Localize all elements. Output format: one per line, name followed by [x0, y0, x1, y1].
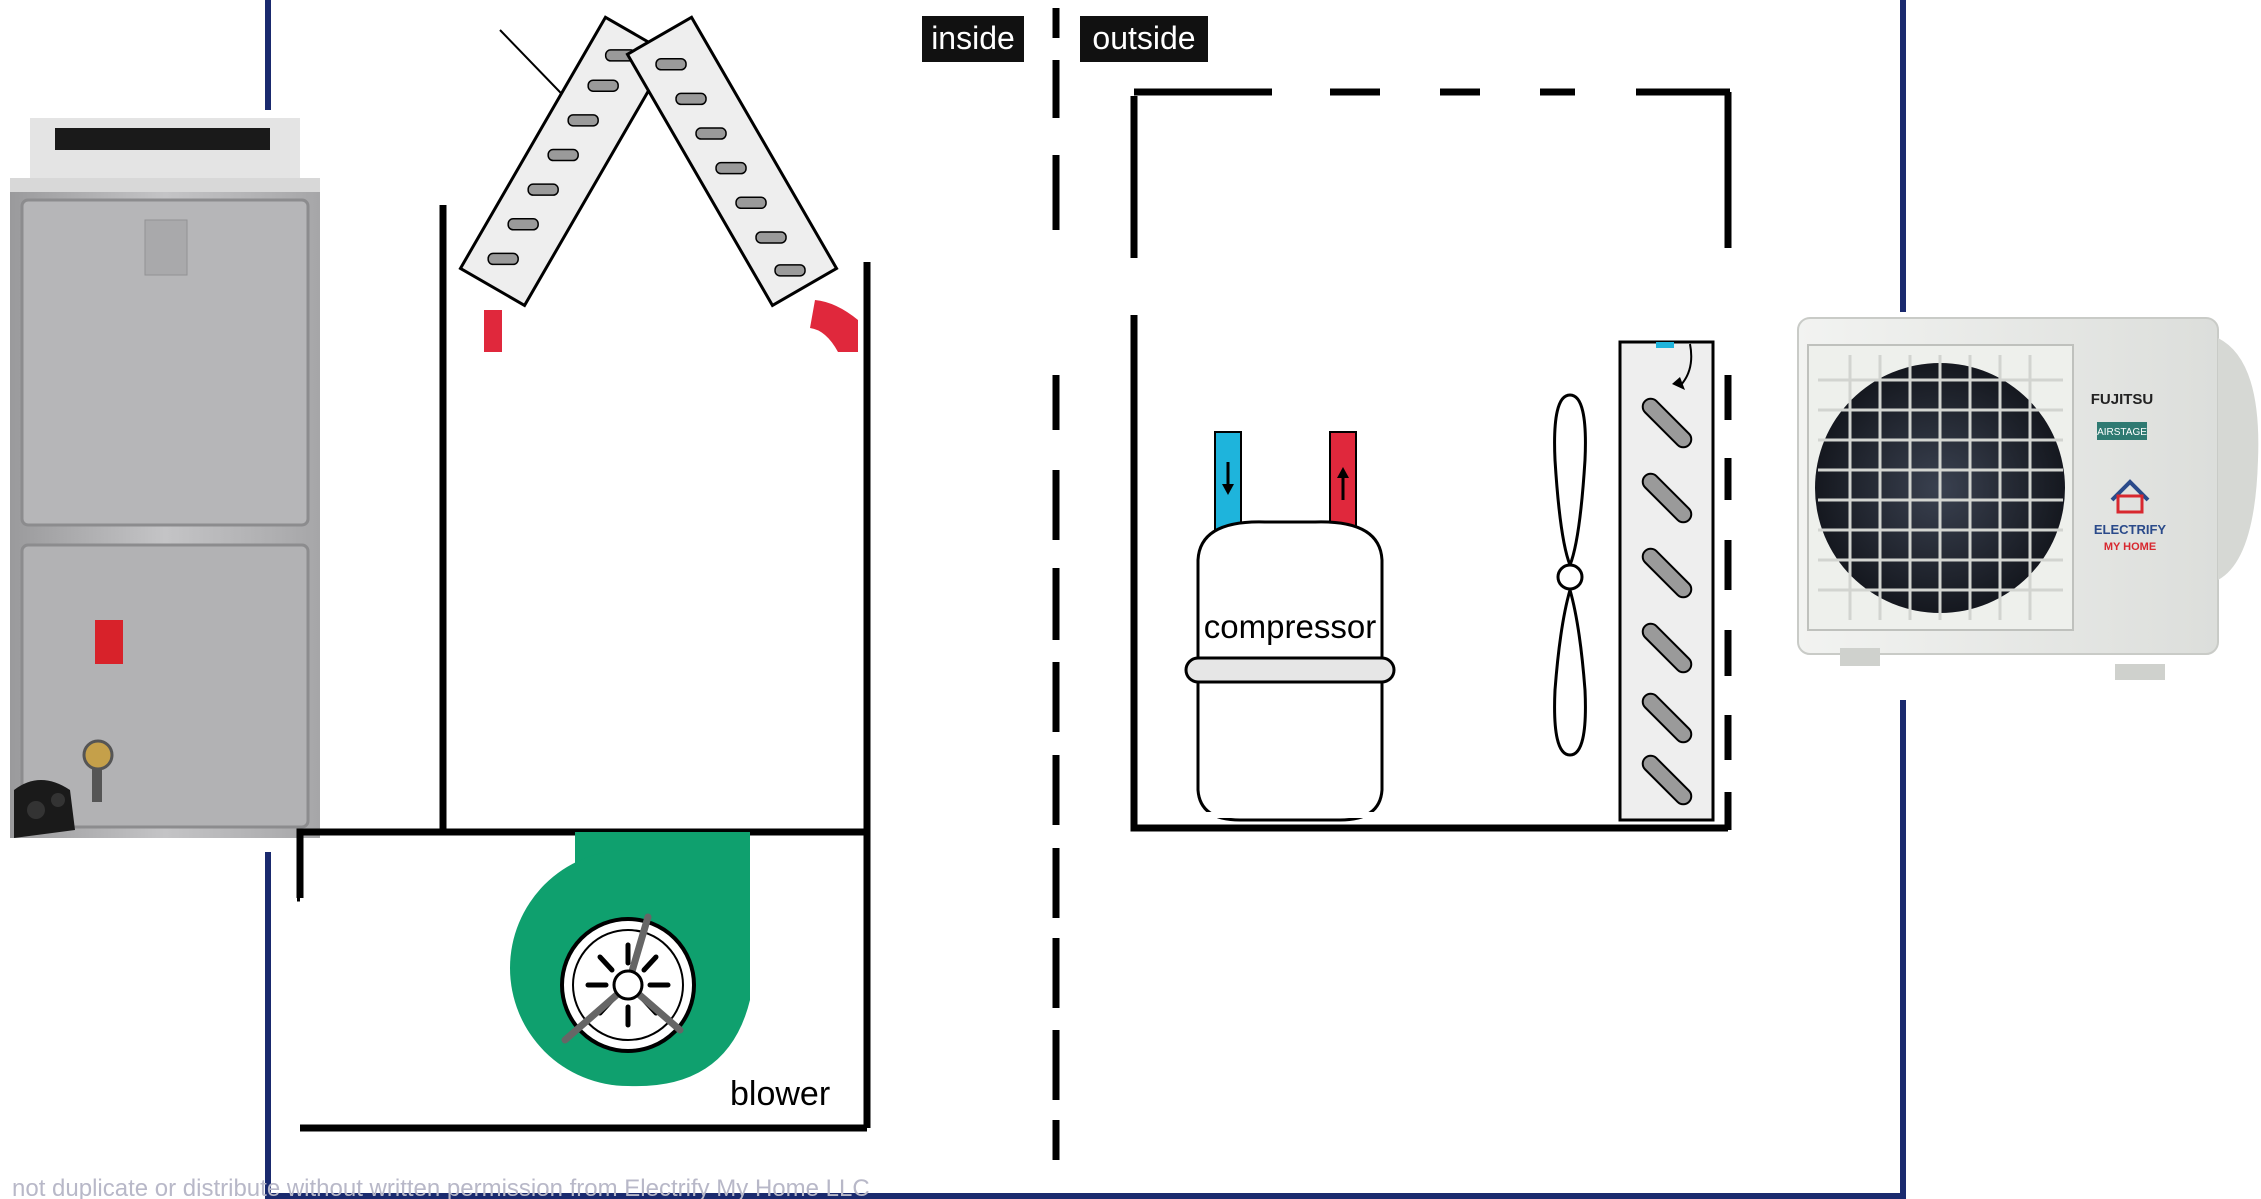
- outdoor-box: [1130, 88, 1732, 832]
- outdoor-brand-label: FUJITSU: [2091, 391, 2154, 408]
- outdoor-unit: FUJITSU AIRSTAGE ELECTRIFY MY HOME: [1797, 317, 2259, 680]
- blower-icon: [510, 832, 750, 1087]
- copyright-footer: not duplicate or distribute without writ…: [12, 1175, 870, 1199]
- outdoor-series-label: AIRSTAGE: [2097, 427, 2147, 438]
- inside-label-bg: [922, 16, 1024, 62]
- a-coil: [458, 15, 858, 352]
- air-handler-unit: [10, 118, 320, 838]
- inside-label: inside: [931, 20, 1015, 56]
- electrify-logo-icon: [2110, 479, 2150, 514]
- logo-line2: MY HOME: [2104, 541, 2156, 553]
- condenser-coil: [1618, 340, 1715, 822]
- outdoor-series-badge: [2097, 422, 2147, 440]
- fan-blade-icon: [1553, 393, 1587, 757]
- outside-label-bg: [1080, 16, 1208, 62]
- outside-label: outside: [1092, 20, 1195, 56]
- compressor-label: compressor: [1204, 608, 1376, 645]
- blower-label: blower: [730, 1075, 830, 1113]
- compressor-icon: [1184, 431, 1396, 822]
- frame: [265, 0, 1906, 1199]
- logo-line1: ELECTRIFY: [2094, 522, 2167, 537]
